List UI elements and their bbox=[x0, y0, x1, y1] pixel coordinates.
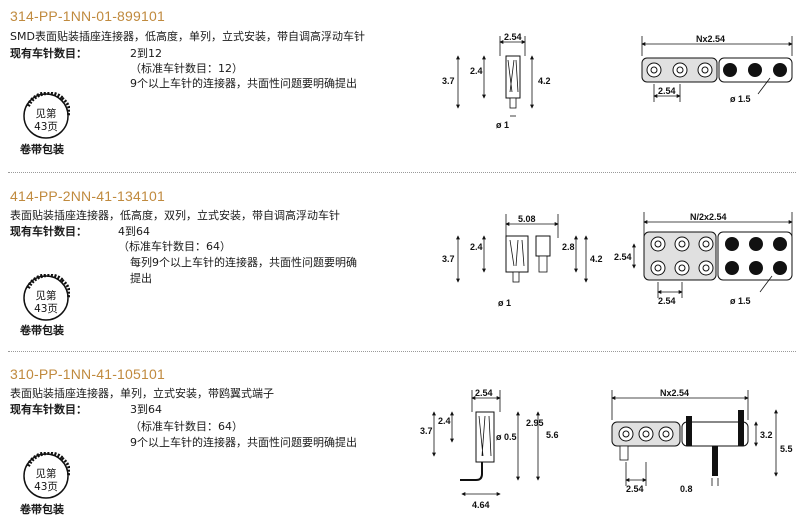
pins-standard: （标准车针数目：64） bbox=[118, 240, 231, 253]
part-number: 310-PP-1NN-41-105101 bbox=[10, 366, 165, 382]
dim-span: N/2x2.54 bbox=[690, 212, 727, 222]
dim-pitch: 2.54 bbox=[626, 484, 644, 494]
dim-height-1: 3.2 bbox=[760, 430, 773, 440]
coplanarity-note: 每列9个以上车针的连接器，共面性问题要明确 bbox=[130, 256, 357, 269]
dim-height-3: 4.2 bbox=[538, 76, 551, 86]
dim-pin-width: 0.8 bbox=[680, 484, 693, 494]
badge-page-number: 43页 bbox=[34, 303, 58, 315]
reel-label: 卷带包装 bbox=[20, 324, 64, 337]
top-view-drawing: Nx2.54 2.54 ø 1.5 bbox=[641, 34, 793, 104]
badge-page-number: 43页 bbox=[34, 121, 58, 133]
coplanarity-note-continued: 提出 bbox=[130, 272, 152, 285]
badge-page-number: 43页 bbox=[34, 481, 58, 493]
pins-standard: （标准车针数目：12） bbox=[130, 62, 243, 75]
tape-reel-icon bbox=[23, 274, 70, 321]
dim-pitch: 2.54 bbox=[658, 86, 676, 96]
dim-foot-length: 4.64 bbox=[472, 500, 490, 510]
reel-badge[interactable]: 见第 43页 bbox=[22, 92, 70, 140]
dim-height-4: 5.6 bbox=[546, 430, 559, 440]
dim-span: Nx2.54 bbox=[696, 34, 725, 44]
badge-see-page: 见第 bbox=[35, 468, 57, 480]
reel-label: 卷带包装 bbox=[20, 503, 64, 516]
dim-width: 5.08 bbox=[518, 214, 536, 224]
dim-pin-diameter: ø 1 bbox=[498, 298, 511, 308]
dim-height-3: 2.8 bbox=[562, 242, 575, 252]
pins-label: 现有车针数目： bbox=[10, 403, 87, 416]
pins-label: 现有车针数目： bbox=[10, 47, 87, 60]
dim-height-1: 3.7 bbox=[442, 254, 455, 264]
top-view-drawing: N/2x2.54 2.54 2.54 ø 1.5 bbox=[614, 212, 793, 306]
side-view-drawing: 2.54 3.7 2.4 4.2 ø 1 bbox=[442, 32, 551, 130]
dim-height-1: 3.7 bbox=[442, 76, 455, 86]
dim-row-spacing: 2.54 bbox=[614, 252, 632, 262]
dim-width: 2.54 bbox=[475, 388, 493, 398]
product-section-2: 414-PP-2NN-41-134101 表面贴装插座连接器，低高度，双列，立式… bbox=[0, 180, 800, 350]
top-view-drawing: Nx2.54 3.2 5.5 2.54 0.8 bbox=[611, 388, 793, 494]
section-divider bbox=[8, 172, 796, 173]
badge-see-page: 见第 bbox=[35, 108, 57, 120]
pins-range: 4到64 bbox=[118, 225, 150, 238]
coplanarity-note: 9个以上车针的连接器，共面性问题要明确提出 bbox=[130, 436, 357, 449]
dim-hole-diameter: ø 1.5 bbox=[730, 94, 751, 104]
tape-reel-icon bbox=[23, 452, 70, 499]
product-section-1: 314-PP-1NN-01-899101 SMD表面贴装插座连接器，低高度，单列… bbox=[0, 0, 800, 170]
pins-standard: （标准车针数目：64） bbox=[130, 420, 243, 433]
product-description: 表面贴装插座连接器，单列，立式安装，带鸥翼式端子 bbox=[10, 387, 274, 400]
pins-range: 2到12 bbox=[130, 47, 162, 60]
dim-height-1: 3.7 bbox=[420, 426, 433, 436]
dim-pin-diameter: ø 0.5 bbox=[496, 432, 517, 442]
product-description: 表面贴装插座连接器，低高度，双列，立式安装，带自调高浮动车针 bbox=[10, 209, 340, 222]
part-number: 314-PP-1NN-01-899101 bbox=[10, 8, 165, 24]
reel-label: 卷带包装 bbox=[20, 143, 64, 156]
tape-reel-icon bbox=[23, 92, 70, 139]
pins-label: 现有车针数目： bbox=[10, 225, 87, 238]
section-divider bbox=[8, 351, 796, 352]
coplanarity-note: 9个以上车针的连接器，共面性问题要明确提出 bbox=[130, 77, 357, 90]
dim-height-2: 5.5 bbox=[780, 444, 793, 454]
reel-badge[interactable]: 见第 43页 bbox=[22, 452, 70, 500]
dim-pitch: 2.54 bbox=[658, 296, 676, 306]
dim-height-4: 4.2 bbox=[590, 254, 603, 264]
dim-hole-diameter: ø 1.5 bbox=[730, 296, 751, 306]
dim-span: Nx2.54 bbox=[660, 388, 689, 398]
side-view-drawing: 2.54 3.7 2.4 2.95 5.6 ø 0.5 4.64 bbox=[420, 388, 559, 510]
dim-height-2: 2.4 bbox=[438, 416, 451, 426]
dim-width: 2.54 bbox=[504, 32, 522, 42]
pins-range: 3到64 bbox=[130, 403, 162, 416]
dim-height-2: 2.4 bbox=[470, 66, 483, 76]
product-description: SMD表面贴装插座连接器，低高度，单列，立式安装，带自调高浮动车针 bbox=[10, 30, 365, 43]
product-section-3: 310-PP-1NN-41-105101 表面贴装插座连接器，单列，立式安装，带… bbox=[0, 358, 800, 525]
side-view-drawing: 5.08 3.7 2.4 2.8 4.2 ø 1 bbox=[442, 214, 603, 308]
dim-height-2: 2.4 bbox=[470, 242, 483, 252]
dim-pin-diameter: ø 1 bbox=[496, 120, 509, 130]
part-number: 414-PP-2NN-41-134101 bbox=[10, 188, 165, 204]
badge-see-page: 见第 bbox=[35, 290, 57, 302]
dim-height-3: 2.95 bbox=[526, 418, 544, 428]
reel-badge[interactable]: 见第 43页 bbox=[22, 274, 70, 322]
